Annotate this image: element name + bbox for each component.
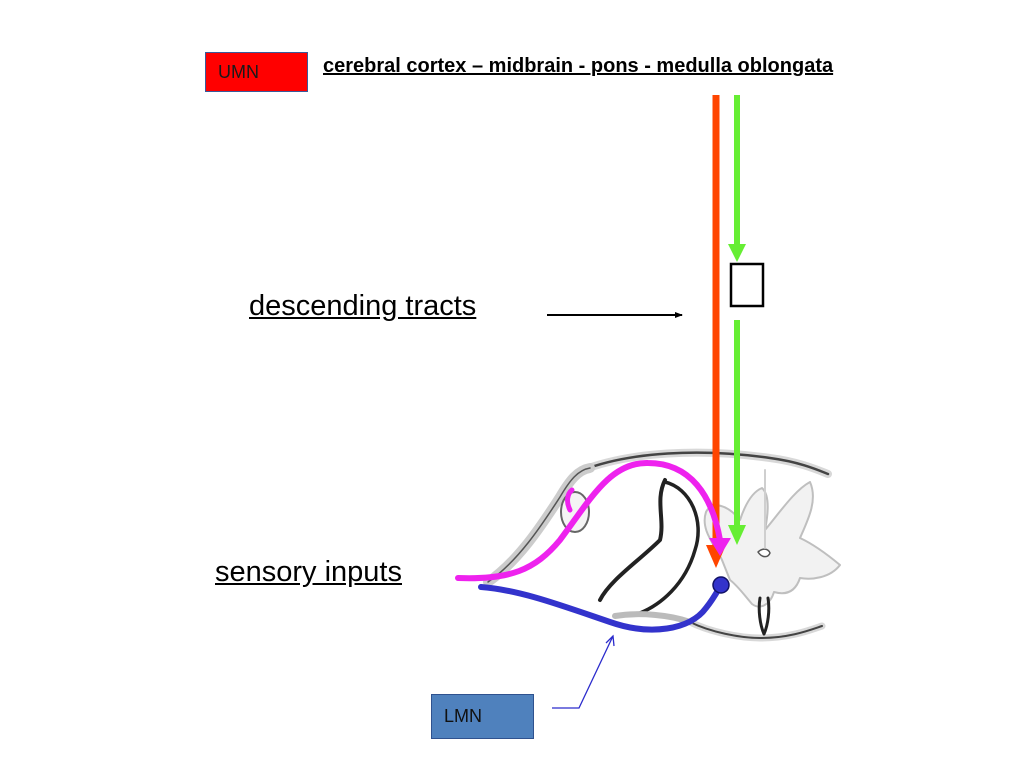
cord-outline-top [581, 451, 830, 476]
cord-outline-bottom-line [689, 621, 823, 639]
motor-neuron-body [712, 576, 730, 594]
sensory-fiber-branch [565, 487, 575, 513]
sensory-fiber-arrowhead [709, 538, 731, 556]
spinal-cord-cross-section [483, 448, 841, 642]
symbol-box [729, 262, 765, 308]
green-descending-tract [728, 95, 746, 545]
descending-tracts-label: descending tracts [249, 290, 477, 322]
ventral-root [598, 478, 667, 602]
sensory-fiber [455, 459, 723, 582]
motor-fiber [478, 582, 724, 633]
ventral-root-bulge [638, 480, 700, 615]
lmn-box: LMN [431, 694, 534, 739]
red-descending-tract [706, 95, 726, 568]
lmn-pointer [552, 635, 614, 709]
pathway-title: cerebral cortex – midbrain - pons - medu… [323, 55, 834, 77]
dorsal-root-line [487, 467, 591, 583]
umn-label: UMN [218, 61, 259, 82]
sensory-inputs-label: sensory inputs [215, 556, 402, 588]
central-canal [757, 548, 771, 558]
umn-box: UMN [205, 52, 308, 92]
anterior-fissure [757, 596, 771, 636]
lmn-pointer-head [605, 634, 615, 647]
cord-left-wall [612, 611, 693, 625]
lmn-label: LMN [444, 706, 483, 726]
